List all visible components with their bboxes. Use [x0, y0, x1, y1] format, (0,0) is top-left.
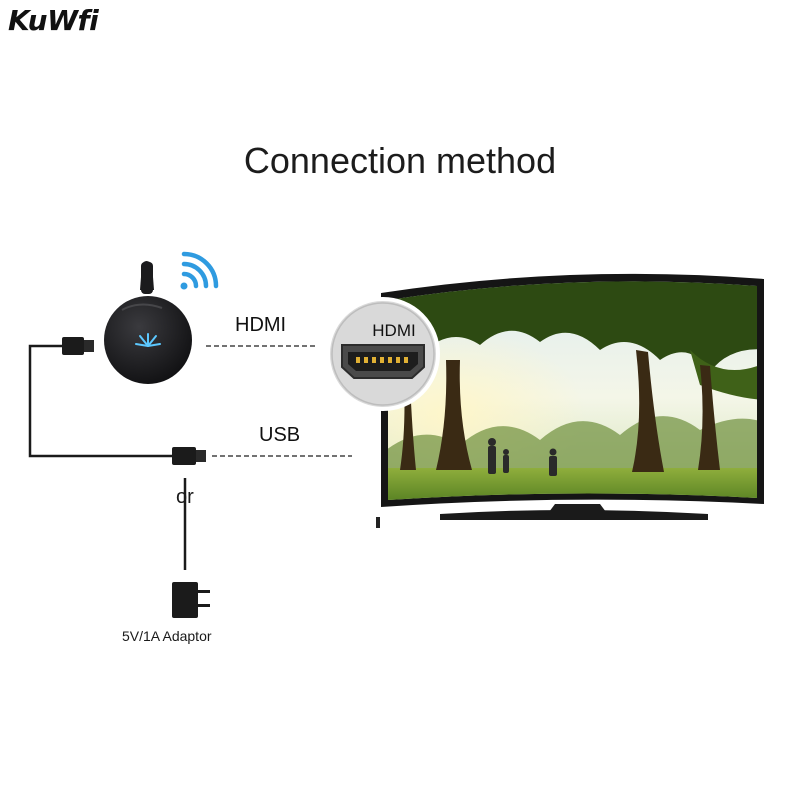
hdmi-cable-label: HDMI [235, 314, 287, 336]
power-adaptor-icon [172, 582, 210, 618]
page-title: Connection method [243, 140, 557, 181]
wifi-signal-icon [180, 251, 219, 290]
hdmi-port-callout: HDMI [326, 297, 440, 411]
usb-power-cable [28, 344, 187, 570]
usb-plug-icon [172, 447, 206, 465]
or-label: or [176, 486, 194, 508]
curved-tv-icon [376, 273, 764, 528]
wireless-display-dongle-icon [104, 261, 192, 384]
hdmi-connector-icon [341, 344, 425, 379]
usb-plug-icon [62, 337, 94, 355]
usb-cable-label: USB [259, 424, 301, 446]
adaptor-label: 5V/1A Adaptor [122, 628, 212, 644]
brand-logo: KuWfi [8, 4, 99, 37]
hdmi-port-label: HDMI [372, 321, 415, 340]
